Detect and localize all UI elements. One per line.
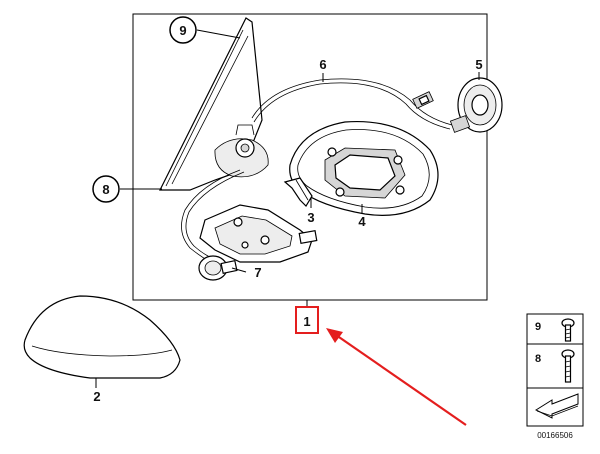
adjustment-mechanism [199, 204, 318, 263]
callout-4-text: 4 [358, 214, 366, 229]
legend-9-text: 9 [535, 321, 541, 333]
callout-3-text: 3 [307, 210, 314, 225]
screw-icon-8 [561, 349, 575, 383]
mirror-cover-part [23, 295, 181, 379]
callout-2-text: 2 [93, 389, 100, 404]
wiring-harness-part [181, 78, 453, 263]
diagram-code-text: 00166506 [537, 431, 573, 440]
mirror-motor-part [449, 77, 503, 133]
callout-5-text: 5 [475, 57, 482, 72]
callout-6-text: 6 [319, 57, 326, 72]
callout-circle-8 [92, 175, 120, 203]
callout-1-text: 1 [303, 314, 310, 329]
mirror-base-part [159, 17, 269, 191]
red-arrow-icon [326, 328, 467, 426]
assembly-frame [132, 13, 488, 301]
highlight-box-1 [295, 306, 319, 334]
mirror-housing-part [289, 120, 439, 216]
screw-icon-9 [561, 318, 575, 342]
leader-line-9 [196, 29, 241, 39]
callout-8-text: 8 [102, 182, 109, 197]
callout-9-text: 9 [179, 23, 186, 38]
leader-line-7 [231, 267, 247, 273]
callout-7-text: 7 [254, 265, 261, 280]
sensor-part [198, 255, 238, 281]
clip-part [283, 177, 313, 207]
callout-circle-9 [169, 16, 197, 44]
fastener-legend: 9 8 [526, 313, 584, 427]
direction-arrow-icon [534, 393, 579, 419]
legend-8-text: 8 [535, 353, 541, 365]
